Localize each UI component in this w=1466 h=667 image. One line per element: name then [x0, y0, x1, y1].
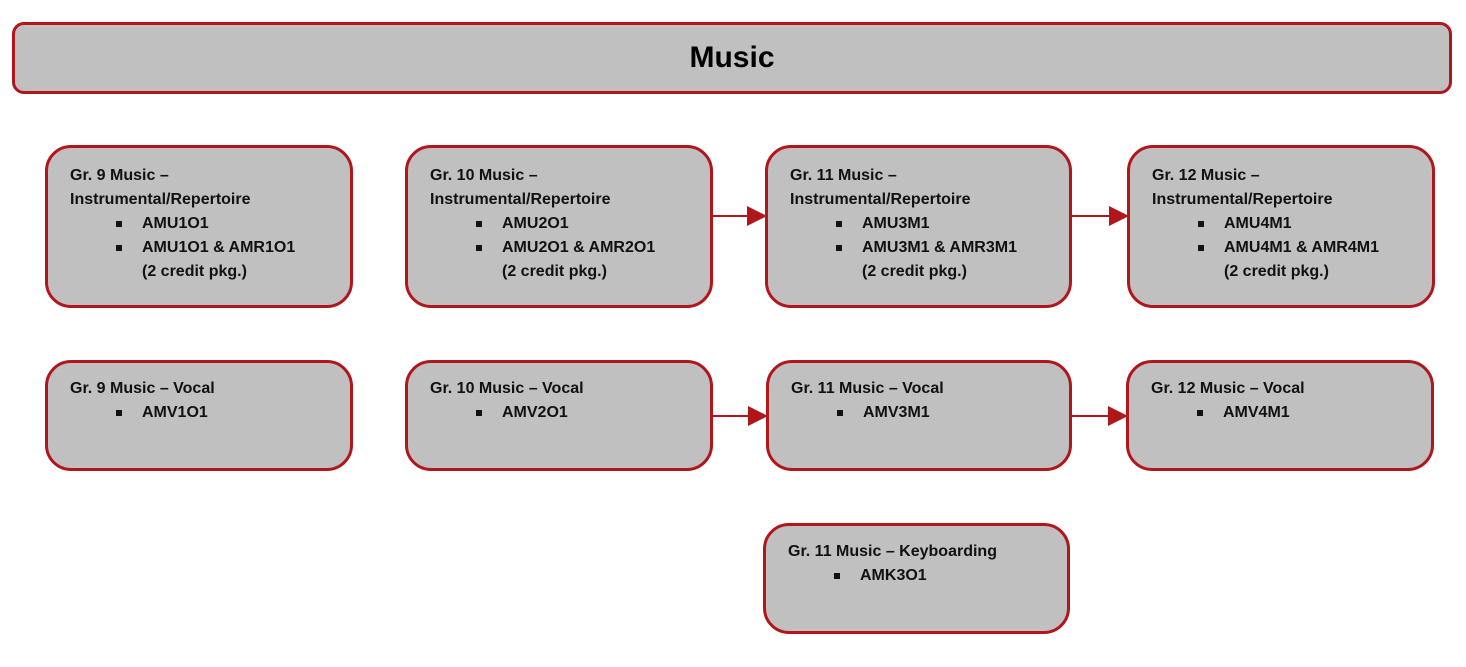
course-code: AMU3M1 & AMR3M1: [790, 236, 1069, 260]
course-box-g11-vocal: Gr. 11 Music – Vocal AMV3M1: [766, 360, 1072, 471]
course-box-g9-instrumental: Gr. 9 Music – Instrumental/Repertoire AM…: [45, 145, 353, 308]
course-box-g10-instrumental: Gr. 10 Music – Instrumental/Repertoire A…: [405, 145, 713, 308]
course-code: AMU1O1 & AMR1O1: [70, 236, 350, 260]
course-note: (2 credit pkg.): [142, 263, 247, 280]
course-box-g11-keyboarding: Gr. 11 Music – Keyboarding AMK3O1: [763, 523, 1070, 634]
course-code: AMU3M1: [790, 212, 1069, 236]
course-note: (2 credit pkg.): [862, 263, 967, 280]
course-code: AMU2O1: [430, 212, 710, 236]
course-heading: Gr. 9 Music – Vocal: [70, 380, 215, 397]
course-code: AMV2O1: [430, 401, 710, 425]
course-box-g9-vocal: Gr. 9 Music – Vocal AMV1O1: [45, 360, 353, 471]
course-heading: Instrumental/Repertoire: [1152, 191, 1333, 208]
course-heading: Gr. 11 Music – Keyboarding: [788, 543, 997, 560]
course-code: AMU4M1: [1152, 212, 1432, 236]
course-heading: Gr. 12 Music – Vocal: [1151, 380, 1305, 397]
course-code: AMU4M1 & AMR4M1: [1152, 236, 1432, 260]
course-heading: Gr. 11 Music – Vocal: [791, 380, 944, 397]
course-heading: Instrumental/Repertoire: [70, 191, 251, 208]
course-code: AMV3M1: [791, 401, 1069, 425]
course-box-g10-vocal: Gr. 10 Music – Vocal AMV2O1: [405, 360, 713, 471]
course-box-g12-vocal: Gr. 12 Music – Vocal AMV4M1: [1126, 360, 1434, 471]
course-heading: Gr. 10 Music – Vocal: [430, 380, 584, 397]
course-note: (2 credit pkg.): [1224, 263, 1329, 280]
course-code: AMU2O1 & AMR2O1: [430, 236, 710, 260]
page-title: Music: [689, 41, 775, 74]
course-code: AMK3O1: [788, 564, 1067, 588]
course-heading: Gr. 12 Music –: [1152, 167, 1260, 184]
course-heading: Gr. 9 Music –: [70, 167, 169, 184]
course-heading: Gr. 11 Music –: [790, 167, 897, 184]
course-box-g11-instrumental: Gr. 11 Music – Instrumental/Repertoire A…: [765, 145, 1072, 308]
course-heading: Instrumental/Repertoire: [430, 191, 611, 208]
course-code: AMV4M1: [1151, 401, 1431, 425]
course-heading: Instrumental/Repertoire: [790, 191, 971, 208]
course-box-g12-instrumental: Gr. 12 Music – Instrumental/Repertoire A…: [1127, 145, 1435, 308]
title-banner: Music: [12, 22, 1452, 94]
course-note: (2 credit pkg.): [502, 263, 607, 280]
course-heading: Gr. 10 Music –: [430, 167, 538, 184]
course-code: AMV1O1: [70, 401, 350, 425]
course-code: AMU1O1: [70, 212, 350, 236]
